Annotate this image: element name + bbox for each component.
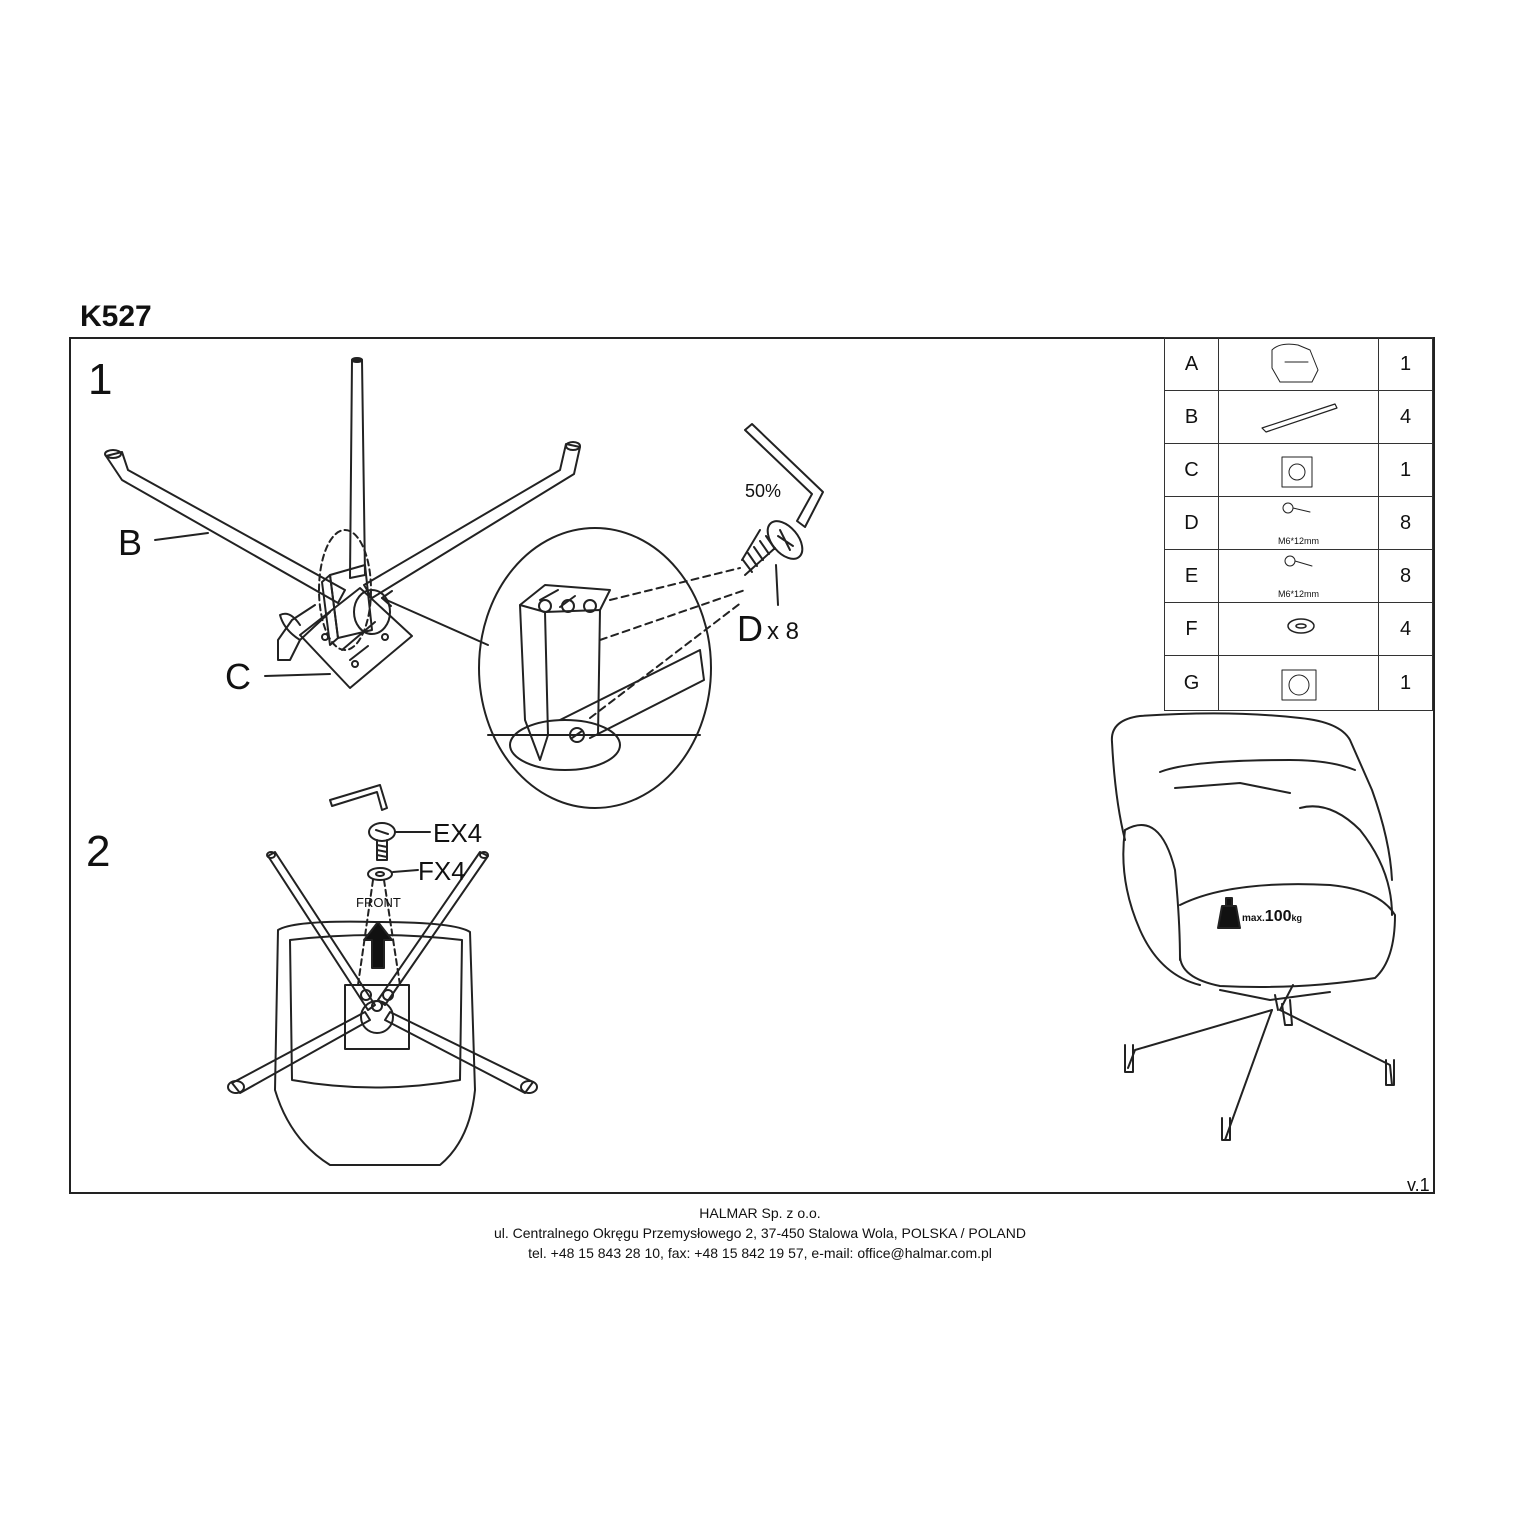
max-load-label: max.100kg	[1242, 908, 1303, 925]
label-c: C	[225, 656, 251, 697]
step-number-2: 2	[86, 827, 111, 876]
parts-row: F 4	[1164, 602, 1433, 656]
part-image: M6*12mm	[1218, 496, 1379, 550]
part-qty: 1	[1378, 443, 1433, 497]
step-number-1: 1	[88, 355, 113, 404]
part-code: C	[1164, 443, 1219, 497]
footer: HALMAR Sp. z o.o. ul. Centralnego Okręgu…	[0, 1203, 1520, 1263]
part-image: M6*12mm	[1218, 549, 1379, 603]
footer-company: HALMAR Sp. z o.o.	[699, 1205, 821, 1221]
bolt-icon	[741, 520, 804, 606]
parts-row: B 4	[1164, 390, 1433, 444]
instruction-frame	[69, 337, 1435, 1194]
parts-table: A 1 B 4 C 1 D M6*12mm 8 E M6*12mm 8 F 4 …	[1164, 337, 1433, 711]
part-image	[1218, 655, 1379, 711]
step1-leg-frame	[104, 357, 581, 689]
part-image	[1218, 602, 1379, 656]
parts-row: A 1	[1164, 337, 1433, 391]
part-qty: 8	[1378, 496, 1433, 550]
version-label: v.1	[1407, 1175, 1430, 1195]
label-d-quantity: x 8	[767, 618, 800, 645]
part-qty: 8	[1378, 549, 1433, 603]
part-code: B	[1164, 390, 1219, 444]
footer-contact: tel. +48 15 843 28 10, fax: +48 15 842 1…	[528, 1245, 992, 1261]
label-e: EX4	[433, 818, 483, 848]
part-code: G	[1164, 655, 1219, 711]
torque-label: 50%	[745, 481, 782, 501]
part-code: E	[1164, 549, 1219, 603]
part-code: D	[1164, 496, 1219, 550]
parts-row: D M6*12mm 8	[1164, 496, 1433, 550]
finished-chair	[1110, 712, 1396, 1141]
part-code: A	[1164, 337, 1219, 391]
front-label: FRONT	[356, 895, 401, 910]
parts-row: G 1	[1164, 655, 1433, 711]
parts-row: C 1	[1164, 443, 1433, 497]
part-image	[1218, 390, 1379, 444]
weight-icon	[1217, 897, 1241, 929]
part-qty: 4	[1378, 390, 1433, 444]
part-spec: M6*12mm	[1277, 589, 1319, 599]
part-qty: 4	[1378, 602, 1433, 656]
step2-hex-key-icon	[329, 784, 388, 811]
label-f: FX4	[418, 856, 466, 886]
footer-address: ul. Centralnego Okręgu Przemysłowego 2, …	[493, 1225, 1026, 1241]
model-code: K527	[80, 300, 152, 333]
step2-bolt-e-icon	[368, 822, 431, 861]
step2-chair-underside	[227, 851, 538, 1166]
part-qty: 1	[1378, 655, 1433, 711]
part-spec: M6*12mm	[1277, 536, 1319, 546]
parts-row: E M6*12mm 8	[1164, 549, 1433, 603]
part-code: F	[1164, 602, 1219, 656]
step2-washer-f-icon	[367, 867, 419, 881]
part-image	[1218, 443, 1379, 497]
part-qty: 1	[1378, 337, 1433, 391]
label-b: B	[118, 522, 143, 563]
hex-key-icon	[744, 423, 824, 528]
step1-zoom-detail	[478, 527, 746, 809]
label-d: D	[737, 608, 763, 649]
part-image	[1218, 337, 1379, 391]
